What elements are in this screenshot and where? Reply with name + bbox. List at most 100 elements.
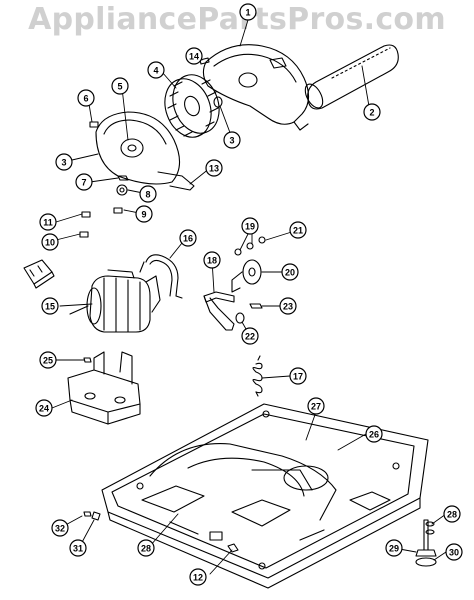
callout-circle <box>363 103 381 121</box>
callout-circle <box>203 251 221 269</box>
callout-circle <box>385 539 403 557</box>
callout-circle <box>139 185 157 203</box>
callout-circle <box>35 399 53 417</box>
nut-part-8 <box>116 184 128 196</box>
callout-number: 6 <box>83 94 88 104</box>
blower-housing-part <box>202 44 310 131</box>
callout-circle <box>307 397 325 415</box>
motor-part <box>69 269 161 333</box>
callout-circle <box>365 425 383 443</box>
callout-number: 3 <box>61 158 66 168</box>
callout-circle <box>241 217 259 235</box>
washer-part-23 <box>235 312 245 324</box>
callout-circle <box>445 543 463 561</box>
clip-part-12 <box>227 543 239 553</box>
screw-part-33 <box>83 511 92 517</box>
callout-circle <box>77 89 95 107</box>
screw-part-26 <box>83 357 92 363</box>
callout-number: 5 <box>117 82 122 92</box>
dryer-base-part <box>101 403 429 589</box>
callout-circle <box>289 367 307 385</box>
callout-number: 21 <box>293 226 303 236</box>
blower-cover-plate-part <box>95 111 195 191</box>
callout-circle <box>137 539 155 557</box>
exhaust-duct-part <box>304 44 399 110</box>
callout-number: 29 <box>389 544 399 554</box>
callout-circle <box>205 159 223 177</box>
callout-circle <box>281 263 299 281</box>
idler-spring-part <box>252 355 263 397</box>
callout-number: 32 <box>55 524 65 534</box>
callout-number: 2 <box>369 108 374 118</box>
callout-circle <box>223 131 241 149</box>
callout-circle <box>111 77 129 95</box>
callout-number: 25 <box>43 356 53 366</box>
callout-circle <box>41 233 59 251</box>
callout-circle <box>179 229 197 247</box>
callout-circle <box>239 3 257 21</box>
screw-part-6 <box>89 121 99 128</box>
callout-number: 13 <box>209 164 219 174</box>
callout-number: 26 <box>369 430 379 440</box>
callout-number: 8 <box>145 190 150 200</box>
callout-number: 15 <box>45 302 55 312</box>
washer-part-22 <box>258 236 266 244</box>
callout-circle <box>189 568 207 586</box>
callout-circle <box>185 47 203 65</box>
motor-mount-bracket-part <box>67 351 141 425</box>
motor-strap-part <box>139 254 183 299</box>
screw-part-11 <box>81 211 91 218</box>
callout-circle <box>443 505 461 523</box>
callout-circle <box>39 213 57 231</box>
screw-part-9 <box>113 207 123 214</box>
callout-circle <box>69 539 87 557</box>
callout-circle <box>289 221 307 239</box>
idler-assembly-part <box>203 236 266 331</box>
callout-number: 24 <box>39 404 49 414</box>
callout-number: 28 <box>141 544 151 554</box>
callout-circle <box>279 297 297 315</box>
clip-part-3b <box>213 96 223 108</box>
callout-number: 4 <box>153 66 158 76</box>
screw-part-7 <box>117 175 129 181</box>
screw-part-14 <box>199 57 210 65</box>
callout-number: 11 <box>43 218 53 228</box>
callout-circle <box>75 173 93 191</box>
leveling-leg-part <box>415 519 437 567</box>
callout-number: 10 <box>45 238 55 248</box>
leader-lines <box>51 19 447 575</box>
washer-part-20a <box>234 248 242 256</box>
screw-part-10 <box>79 231 89 238</box>
washer-part-20b <box>246 242 254 250</box>
small-hardware <box>79 57 223 238</box>
callout-number: 27 <box>311 402 321 412</box>
callout-circle <box>147 61 165 79</box>
callout-circle <box>241 327 259 345</box>
callout-number: 9 <box>141 210 146 220</box>
callout-circle <box>55 153 73 171</box>
callout-number: 17 <box>293 372 303 382</box>
screw-part-24 <box>249 303 263 309</box>
callout-number: 16 <box>183 234 193 244</box>
callout-number: 1 <box>245 8 250 18</box>
callout-labels: 1233456789101112131415161718192021222324… <box>35 3 463 586</box>
blower-wheel-part <box>164 74 220 138</box>
callout-number: 18 <box>207 256 217 266</box>
callout-number: 23 <box>283 302 293 312</box>
callout-number: 12 <box>193 573 203 583</box>
callout-circle <box>51 519 69 537</box>
callout-number: 20 <box>285 268 295 278</box>
callout-circle <box>41 297 59 315</box>
callout-circle <box>39 351 57 369</box>
callout-number: 31 <box>73 544 83 554</box>
clip-part-32 <box>91 511 101 521</box>
watermark-text: AppliancePartsPros.com <box>28 2 446 37</box>
callout-number: 22 <box>245 332 255 342</box>
callout-number: 7 <box>81 178 86 188</box>
callout-number: 3 <box>229 136 234 146</box>
idler-bracket-part <box>23 259 55 289</box>
callout-number: 28 <box>447 510 457 520</box>
callout-circle <box>135 205 153 223</box>
callout-number: 14 <box>189 52 199 62</box>
